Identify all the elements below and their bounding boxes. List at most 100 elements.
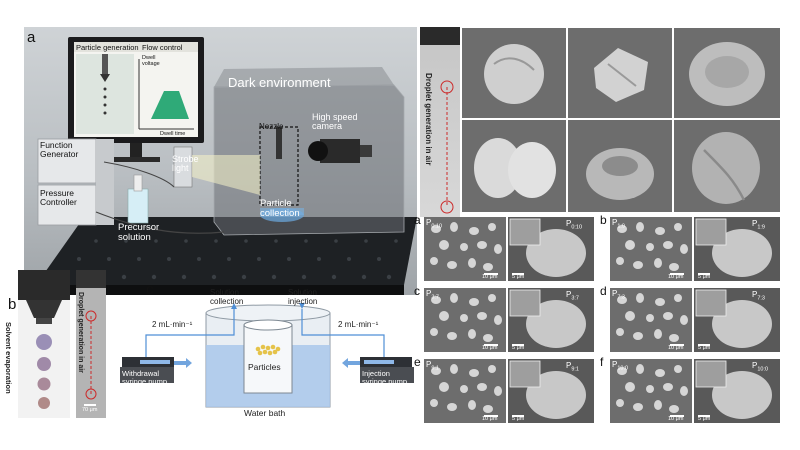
monitor-flow-label: Flow control (142, 43, 183, 52)
sem-small-scale-label: 10 μm (668, 416, 684, 422)
sem-panel-letter: c (414, 284, 420, 298)
sem-large-scale-bar (512, 344, 524, 346)
sem-small-scale-bar (484, 415, 498, 417)
sem-small-tag: P10:0 (612, 360, 629, 372)
sem-large-tag: P0:10 (566, 219, 583, 231)
particles-label: Particles (248, 362, 281, 372)
solution-collection-label: Solution collection (210, 288, 244, 306)
function-generator-label: Function Generator (40, 140, 79, 159)
sem-large-scale-bar (698, 344, 710, 346)
sem-panel-a: a P0:10 10 μm P0:10 (414, 214, 596, 282)
sem-large-image: P0:10 5 μm (508, 217, 594, 281)
monitor-title: Particle generation (76, 43, 139, 52)
injection-pump-label: Injection syringe pump (362, 369, 408, 387)
sem-panel-e: e P9:1 10 μm P9:1 (414, 356, 596, 424)
sem-large-scale-label: 5 μm (512, 416, 525, 422)
sem-large-image: P9:1 5 μm (508, 359, 594, 423)
sem-small-scale-bar (670, 344, 684, 346)
nozzle-label: Nozzle (259, 122, 284, 131)
panel-b-droplet-text: Droplet generation in air (77, 292, 84, 373)
sem-image-4 (462, 120, 566, 212)
sem-small-image: P7:3 10 μm (610, 288, 692, 352)
sem-small-image: P9:1 10 μm (424, 359, 506, 423)
sem-small-scale-bar (484, 344, 498, 346)
panel-a: a Particle generation Flow control Dwell… (24, 27, 417, 295)
flow-right-label: 2 mL·min⁻¹ (338, 320, 379, 329)
panel-a-letter: a (27, 29, 36, 46)
sem-small-tag: P3:7 (426, 289, 439, 301)
sem-panel-letter: f (600, 355, 604, 369)
panel-b-strip: Droplet generation in air 70 μm (76, 270, 106, 418)
sem-small-tag: P7:3 (612, 289, 625, 301)
sem-small-scale-label: 10 μm (482, 345, 498, 351)
sem-small-image: P1:9 10 μm (610, 217, 692, 281)
sem-large-scale-bar (698, 415, 710, 417)
flow-left-label: 2 mL·min⁻¹ (152, 320, 193, 329)
sem-large-scale-label: 5 μm (698, 416, 711, 422)
sem-large-tag: P9:1 (566, 361, 579, 373)
sem-small-image: P0:10 10 μm (424, 217, 506, 281)
sem-large-image: P10:0 5 μm (694, 359, 780, 423)
sem-small-tag: P1:9 (612, 218, 625, 230)
pressure-controller-label: Pressure Controller (40, 188, 77, 207)
sem-large-tag: P1:9 (752, 219, 765, 231)
high-speed-camera-label: High speed camera (312, 112, 358, 132)
sem-small-scale-bar (670, 273, 684, 275)
solvent-evaporation-label: Solvent evaporation (4, 322, 13, 394)
particle-collection-label: Particle collection (260, 198, 300, 219)
sem-large-scale-label: 5 μm (512, 274, 525, 280)
sem-panel-letter: e (414, 355, 421, 369)
panel-b-droplet-image (18, 270, 70, 418)
sem-panel-f: f P10:0 10 μm P10:0 (600, 356, 782, 424)
sem-small-scale-label: 10 μm (668, 274, 684, 280)
panel-c-schematic: Solution collection Solution injection 2… (116, 285, 416, 425)
sem-small-scale-bar (670, 415, 684, 417)
solution-injection-label: Solution injection (288, 288, 318, 306)
sem-large-scale-label: 5 μm (698, 274, 711, 280)
sem-small-scale-label: 10 μm (482, 274, 498, 280)
sem-image-1 (462, 28, 566, 118)
sem-large-image: P3:7 5 μm (508, 288, 594, 352)
panel-b-scale-label: 70 μm (82, 407, 98, 413)
sem-large-tag: P3:7 (566, 290, 579, 302)
withdrawal-pump-label: Withdrawal syringe pump (122, 369, 168, 387)
panel-c-letter: c (146, 281, 154, 298)
sem-large-scale-label: 5 μm (512, 345, 525, 351)
sem-panel-d: d P7:3 10 μm P7:3 (600, 285, 782, 353)
monitor-dwell-voltage: Dwell voltage (142, 55, 160, 67)
sem-large-scale-bar (512, 273, 524, 275)
sem-large-image: P7:3 5 μm (694, 288, 780, 352)
precursor-solution-label: Precursor solution (118, 222, 160, 243)
sem-small-image: P10:0 10 μm (610, 359, 692, 423)
droplet-strip-text: Droplet generation in air (424, 73, 433, 166)
sem-small-scale-label: 10 μm (482, 416, 498, 422)
sem-large-image: P1:9 5 μm (694, 217, 780, 281)
sem-image-6 (674, 120, 780, 212)
droplet-strip: Droplet generation in air (420, 27, 460, 217)
sem-panel-letter: b (600, 213, 607, 227)
sem-small-scale-label: 10 μm (668, 345, 684, 351)
sem-large-scale-label: 5 μm (698, 345, 711, 351)
sem-small-tag: P9:1 (426, 360, 439, 372)
sem-panel-letter: d (600, 284, 607, 298)
sem-small-scale-bar (484, 273, 498, 275)
monitor-dwell-time: Dwell time (160, 131, 186, 137)
sem-panel-b: b P1:9 10 μm P1:9 (600, 214, 782, 282)
sem-image-3 (674, 28, 780, 118)
sem-large-tag: P10:0 (752, 361, 769, 373)
strobe-light-label: Strobe light (172, 154, 199, 174)
sem-grid (462, 28, 780, 212)
sem-small-image: P3:7 10 μm (424, 288, 506, 352)
sem-large-scale-bar (698, 273, 710, 275)
apparatus-illustration (36, 37, 417, 295)
panel-b-letter: b (8, 296, 17, 313)
sem-panels-grid: a P0:10 10 μm P0:10 (414, 214, 786, 426)
panel-b-scale-bar (84, 404, 96, 406)
sem-panel-letter: a (414, 213, 421, 227)
sem-image-2 (568, 28, 672, 118)
sem-small-tag: P0:10 (426, 218, 443, 230)
sem-image-5 (568, 120, 672, 212)
sem-large-tag: P7:3 (752, 290, 765, 302)
sem-large-scale-bar (512, 415, 524, 417)
sem-panel-c: c P3:7 10 μm P3:7 (414, 285, 596, 353)
